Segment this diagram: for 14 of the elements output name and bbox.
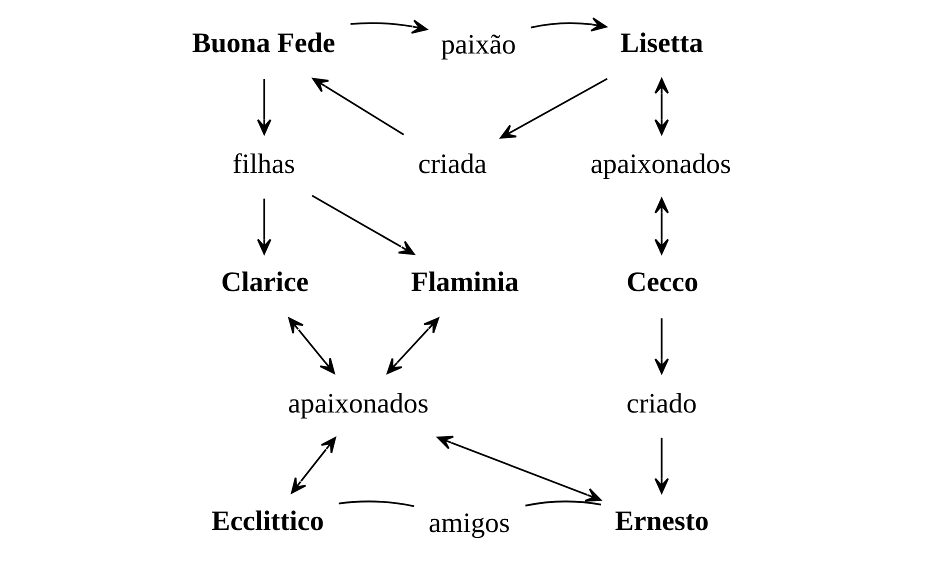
node-text: paixão bbox=[440, 30, 516, 61]
node-text: Clarice bbox=[221, 266, 309, 298]
node-text: Ernesto bbox=[615, 506, 709, 538]
node-text: filhas bbox=[232, 149, 296, 180]
node-text: amigos bbox=[428, 508, 510, 539]
node-text: apaixonados bbox=[288, 388, 429, 420]
node-text: Ecclittico bbox=[211, 506, 324, 538]
node-text: Buona Fede bbox=[192, 28, 336, 59]
node-text: Lisetta bbox=[620, 28, 704, 59]
node-text: criada bbox=[418, 149, 487, 180]
node-text: criado bbox=[626, 388, 697, 420]
node-text: Flaminia bbox=[411, 266, 519, 298]
node-text: apaixonados bbox=[590, 149, 732, 180]
node-text: Cecco bbox=[626, 266, 698, 298]
